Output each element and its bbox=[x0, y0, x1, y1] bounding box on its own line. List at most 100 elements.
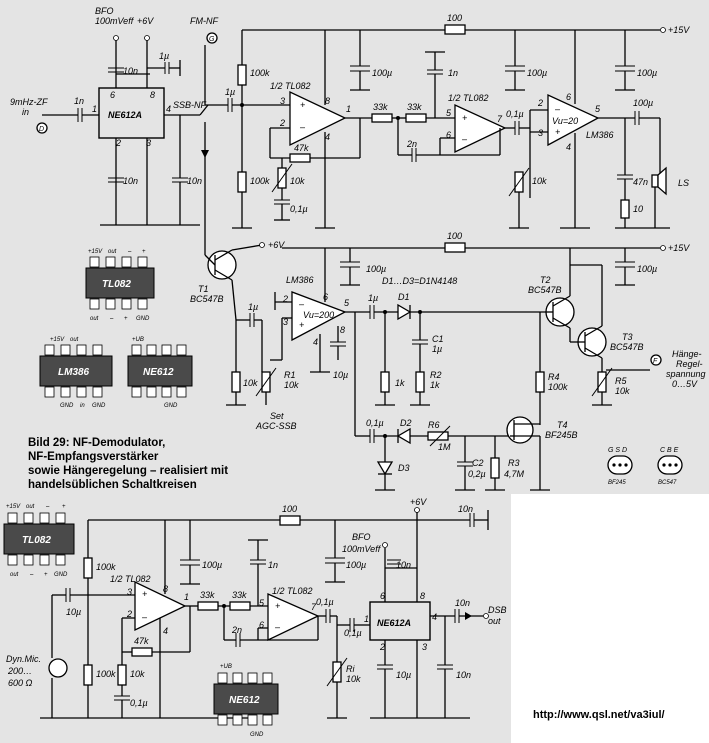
connector-d bbox=[36, 122, 48, 134]
label-ri: Ri bbox=[346, 664, 355, 674]
op4-pin5: 5 bbox=[259, 598, 265, 608]
label-c100u-d: 100µ bbox=[633, 98, 653, 108]
pkg1-pin15v: +15V bbox=[88, 249, 103, 255]
label-lm1-minus: – bbox=[554, 104, 561, 114]
label-c100u-e: 100µ bbox=[366, 264, 386, 274]
resistor-100k-bias-low bbox=[237, 171, 247, 193]
resistor-47k bbox=[289, 153, 311, 163]
label-r5: R5 bbox=[615, 376, 627, 386]
label-r4-val: 100k bbox=[548, 382, 568, 392]
agc-section: +6V T1 BC547B 10k 1µ R1 10k Set AGC-SSB bbox=[39, 231, 706, 491]
lm2-pin4: 4 bbox=[313, 337, 318, 347]
pkg2-gnd2: GND bbox=[92, 403, 106, 409]
resistor-100-mod bbox=[279, 515, 301, 526]
label-pkg-tl082-b: TL082 bbox=[22, 535, 51, 546]
label-r6-val: 1M bbox=[438, 442, 451, 452]
label-r100k-a: 100k bbox=[250, 68, 270, 78]
label-r4: R4 bbox=[548, 372, 560, 382]
label-t3: T3 bbox=[622, 332, 633, 342]
label-r100-b: 100 bbox=[447, 231, 462, 241]
label-r6: R6 bbox=[428, 420, 440, 430]
label-op4-minus: – bbox=[274, 622, 281, 632]
label-diode-type: D1…D3=D1N4148 bbox=[382, 276, 457, 286]
package-ne612-top: +UB NE612 GND bbox=[127, 337, 193, 409]
label-c100u-c: 100µ bbox=[637, 68, 657, 78]
lm2-pin3: 3 bbox=[283, 317, 288, 327]
pkg2-pin15v: +15V bbox=[50, 337, 65, 343]
label-t4: T4 bbox=[557, 420, 568, 430]
label-r33k-a: 33k bbox=[373, 102, 388, 112]
pkg2-gnd: GND bbox=[60, 403, 74, 409]
label-bfo-level-bottom: 100mVeff bbox=[342, 544, 382, 554]
source-url: http://www.qsl.net/va3iul/ bbox=[533, 709, 665, 721]
label-c10n-d: 10n bbox=[458, 504, 473, 514]
label-op3-plus: + bbox=[142, 589, 147, 599]
resistor-33k-c bbox=[197, 601, 219, 611]
pkg1-minus: – bbox=[127, 249, 132, 255]
label-agc-ssb: AGC-SSB bbox=[255, 421, 297, 431]
pin-1: 1 bbox=[92, 104, 97, 114]
diode-d3 bbox=[376, 461, 394, 476]
caption-line-4: handelsüblichen Schaltkreisen bbox=[28, 479, 197, 491]
lm2-pin8: 8 bbox=[340, 325, 345, 335]
label-c100u-a: 100µ bbox=[372, 68, 392, 78]
op4-pin6: 6 bbox=[259, 620, 264, 630]
pkg3-ub: +UB bbox=[132, 337, 144, 343]
ne612a-chip-bottom bbox=[369, 601, 431, 641]
label-t2: T2 bbox=[540, 275, 551, 285]
resistor-r2 bbox=[415, 371, 425, 393]
label-conn-d: D bbox=[39, 126, 44, 133]
label-c10n-a: 10n bbox=[123, 66, 138, 76]
label-tl082-half-2: 1/2 TL082 bbox=[448, 93, 489, 103]
label-r5-val: 10k bbox=[615, 386, 630, 396]
resistor-100-rail bbox=[444, 24, 466, 35]
transistor-t4 bbox=[506, 416, 534, 444]
label-c1u-d: 1µ bbox=[368, 293, 378, 303]
lm2-pin2: 2 bbox=[282, 294, 288, 304]
ne2-pin6: 6 bbox=[380, 591, 385, 601]
label-c10u-c: 10µ bbox=[396, 670, 411, 680]
label-plus15v-top: +15V bbox=[668, 25, 690, 35]
label-pkg-ne612-a: NE612 bbox=[143, 367, 174, 378]
label-op2-minus: – bbox=[461, 134, 468, 144]
label-c1-val: 1µ bbox=[432, 344, 442, 354]
package-tl082-bottom: +15V out – + TL082 out – + GND bbox=[3, 504, 75, 578]
label-vu20: Vu=20 bbox=[552, 116, 578, 126]
label-c10n-g: 10n bbox=[456, 670, 471, 680]
label-if-in-2: in bbox=[22, 107, 29, 117]
label-plus6v-mod: +6V bbox=[410, 497, 427, 507]
label-fm-nf: FM-NF bbox=[190, 16, 218, 26]
label-r100k-b: 100k bbox=[250, 176, 270, 186]
label-c01u-d: 0,1µ bbox=[130, 698, 148, 708]
label-lm1-plus: + bbox=[555, 127, 560, 137]
label-tl082-half-3: 1/2 TL082 bbox=[110, 574, 151, 584]
pkg2-out: out bbox=[70, 337, 79, 343]
opamp-2-top bbox=[454, 103, 507, 154]
label-op1-plus: + bbox=[300, 100, 305, 110]
chip-ne612-a bbox=[127, 355, 193, 387]
label-plus6v-top: +6V bbox=[137, 16, 154, 26]
diode-d1 bbox=[397, 303, 412, 321]
label-c10u-b: 10µ bbox=[66, 607, 81, 617]
label-c1u-c: 1µ bbox=[248, 302, 258, 312]
label-hang-1: Hänge- bbox=[672, 349, 702, 359]
label-t3-type: BC547B bbox=[610, 342, 644, 352]
chip-tl082-b bbox=[3, 523, 75, 555]
pkg4-plus: + bbox=[62, 504, 66, 510]
label-op3-minus: – bbox=[141, 612, 148, 622]
pkg1-out2: out bbox=[90, 316, 99, 322]
label-c1n-a: 1n bbox=[74, 96, 84, 106]
label-r3-val: 4,7M bbox=[504, 469, 525, 479]
package-lm386: +15V out LM386 GND in GND bbox=[39, 337, 113, 409]
label-c01u-a: 0,1µ bbox=[290, 204, 308, 214]
label-bfo-bottom: BFO bbox=[352, 532, 371, 542]
label-r33k-c: 33k bbox=[200, 590, 215, 600]
resistor-47k-mod bbox=[131, 647, 153, 657]
ne612a-chip-top bbox=[98, 87, 165, 139]
label-conn-g: G bbox=[209, 36, 215, 43]
demodulator-section: 100 +15V BFO 100mVeff +6V 10n 1µ NE612A … bbox=[10, 6, 690, 255]
label-c01u-e: 0,1µ bbox=[316, 597, 334, 607]
pkg2-in: in bbox=[80, 403, 85, 409]
ne2-pin4: 4 bbox=[432, 612, 437, 622]
op2-pin6: 6 bbox=[446, 130, 451, 140]
